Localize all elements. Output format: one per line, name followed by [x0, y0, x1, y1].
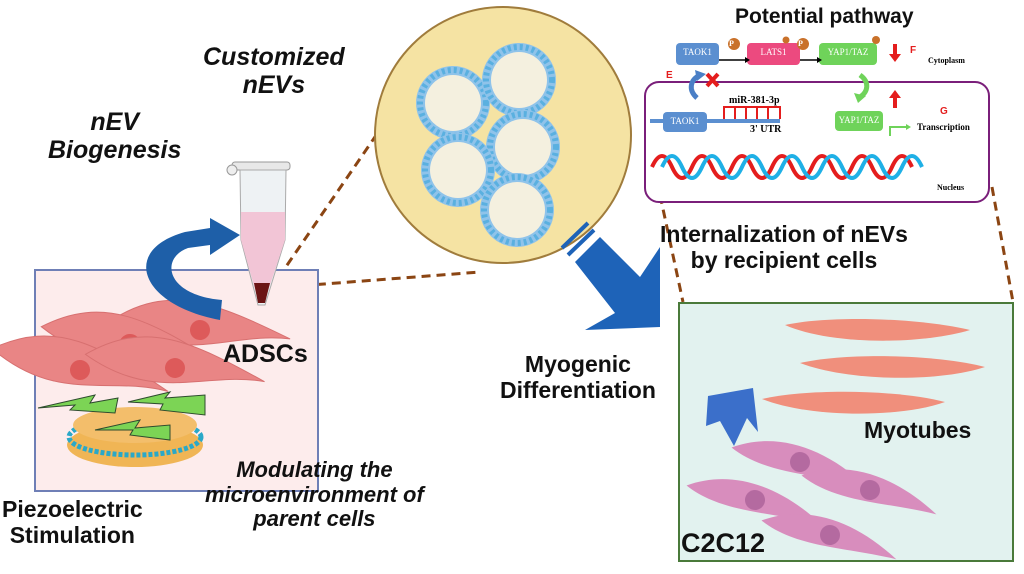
biogenesis-curved-arrow: [146, 218, 240, 320]
marker-g: G: [940, 106, 948, 117]
adscs-label: ADSCs: [223, 340, 308, 368]
piezoelectric-device: [37, 391, 206, 467]
pathway-title: Potential pathway: [735, 5, 914, 28]
yap-taz-nuclear-node: YAP1/TAZ: [838, 115, 880, 125]
nev-biogenesis-label: nEV Biogenesis: [48, 108, 182, 164]
modulating-label: Modulating the microenvironment of paren…: [205, 457, 424, 532]
utr-label: 3' UTR: [750, 124, 782, 135]
myotubes-cells: [762, 318, 985, 414]
cytoplasm-label: Cytoplasm: [928, 56, 965, 65]
customized-nevs-label: Customized nEVs: [203, 43, 345, 99]
myogenic-differentiation-label: Myogenic Differentiation: [500, 351, 656, 403]
marker-f: F: [910, 45, 917, 56]
pathway-panel: [644, 36, 990, 203]
internalization-arrow: [560, 221, 660, 330]
differentiation-arrow: [706, 388, 758, 446]
yap-taz-node: YAP1/TAZ: [827, 47, 869, 57]
lats1-node: LATS1: [760, 47, 787, 57]
piezoelectric-stimulation-label: Piezoelectric Stimulation: [2, 496, 143, 548]
phospho-badge-2: P: [798, 39, 803, 48]
nucleus-label: Nucleus: [937, 183, 965, 192]
c2c12-cells: [686, 441, 937, 560]
c2c12-label: C2C12: [681, 528, 766, 558]
internalization-label: Internalization of nEVs by recipient cel…: [660, 221, 908, 273]
phospho-badge-1: P: [729, 39, 734, 48]
taok1-nuclear-node: TAOK1: [670, 116, 700, 126]
marker-e: E: [666, 70, 673, 81]
taok1-node: TAOK1: [683, 47, 712, 57]
myotubes-label: Myotubes: [864, 417, 972, 443]
adsc-cells: [0, 284, 295, 421]
transcription-label: Transcription: [917, 122, 970, 132]
nev-dish: [374, 6, 632, 264]
mirna-label: miR-381-3p: [729, 95, 780, 106]
microcentrifuge-tube: [226, 161, 291, 306]
